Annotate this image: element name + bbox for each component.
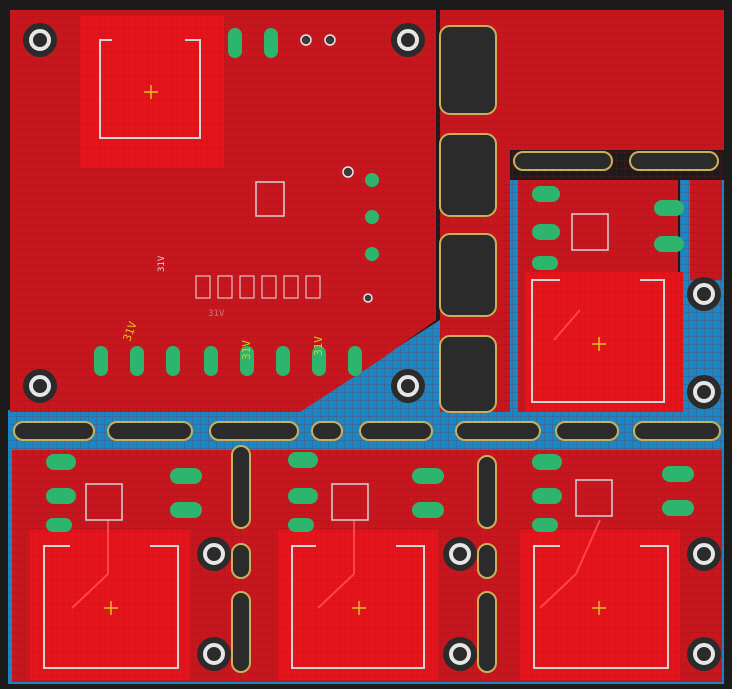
power-slot-pads xyxy=(439,25,497,413)
through-hole-pads xyxy=(46,28,694,532)
slot-pad-2 xyxy=(439,133,497,217)
voltage-label: 31V xyxy=(208,309,225,319)
horizontal-slots xyxy=(13,151,721,441)
mounting-hole-icon xyxy=(687,375,721,409)
smd-resistor-row xyxy=(195,275,321,299)
mounting-hole-icon xyxy=(687,277,721,311)
center-crosshair-icon xyxy=(592,601,606,615)
mounting-holes xyxy=(23,23,721,671)
center-crosshair-icon xyxy=(144,85,158,99)
silkscreen-outlines xyxy=(43,39,669,669)
ic-footprints xyxy=(85,181,613,521)
mounting-hole-icon xyxy=(391,23,425,57)
mounting-hole-icon xyxy=(23,369,57,403)
center-crosshair-icon xyxy=(104,601,118,615)
signal-vias xyxy=(300,34,373,303)
center-crosshairs xyxy=(104,85,606,615)
mounting-hole-icon xyxy=(23,23,57,57)
slot-pad-4 xyxy=(439,335,497,413)
voltage-label: 31V xyxy=(157,255,167,272)
vertical-slots xyxy=(231,445,497,673)
center-crosshair-icon xyxy=(352,601,366,615)
mounting-hole-icon xyxy=(687,637,721,671)
voltage-labels: 31V 31V 31V 31V 31V xyxy=(121,255,325,360)
mounting-hole-icon xyxy=(197,637,231,671)
mounting-hole-icon xyxy=(443,637,477,671)
mounting-hole-icon xyxy=(443,537,477,571)
top-traces xyxy=(71,309,601,609)
mounting-hole-icon xyxy=(687,537,721,571)
mounting-hole-icon xyxy=(391,369,425,403)
center-crosshair-icon xyxy=(592,337,606,351)
slot-pad-3 xyxy=(439,233,497,317)
voltage-label: 31V xyxy=(240,340,253,360)
voltage-label: 31V xyxy=(312,336,325,356)
mounting-hole-icon xyxy=(197,537,231,571)
slot-pad-1 xyxy=(439,25,497,115)
